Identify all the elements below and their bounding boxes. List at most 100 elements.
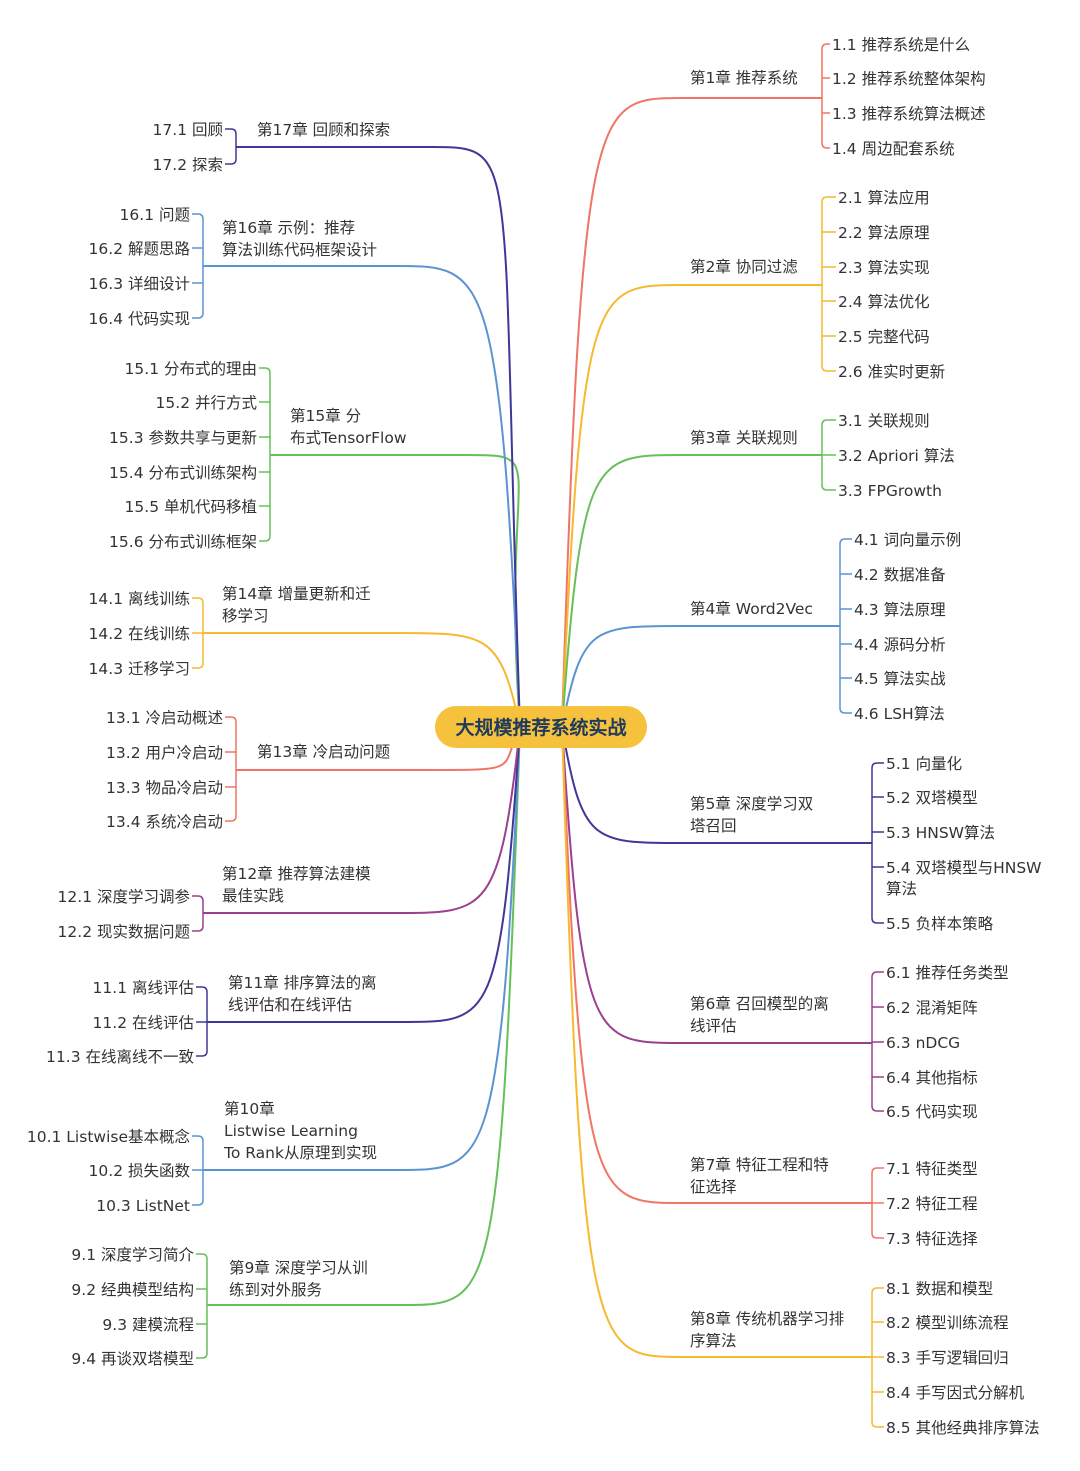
section-node-11-3[interactable]: 11.3 在线离线不一致 [46,1048,194,1066]
section-node-7-2[interactable]: 7.2 特征工程 [886,1195,978,1213]
section-node-12-1[interactable]: 12.1 深度学习调参 [58,888,190,906]
section-node-9-4[interactable]: 9.4 再谈双塔模型 [71,1350,194,1368]
section-node-2-5[interactable]: 2.5 完整代码 [838,328,930,346]
section-node-14-3[interactable]: 14.3 迁移学习 [89,660,190,678]
section-node-5-5[interactable]: 5.5 负样本策略 [886,915,994,933]
section-node-9-2[interactable]: 9.2 经典模型结构 [71,1281,194,1299]
section-node-8-1[interactable]: 8.1 数据和模型 [886,1280,993,1298]
section-node-13-4[interactable]: 13.4 系统冷启动 [106,813,223,831]
section-node-16-3[interactable]: 16.3 详细设计 [89,275,190,293]
section-node-17-2[interactable]: 17.2 探索 [153,156,223,174]
section-node-15-3[interactable]: 15.3 参数共享与更新 [109,429,257,447]
section-node-14-1[interactable]: 14.1 离线训练 [89,590,190,608]
section-node-5-1[interactable]: 5.1 向量化 [886,755,962,773]
chapter-node-2[interactable]: 第2章 协同过滤 [690,258,798,276]
section-node-4-1[interactable]: 4.1 词向量示例 [854,531,961,549]
section-label: 13.2 用户冷启动 [106,744,223,762]
section-node-4-3[interactable]: 4.3 算法原理 [854,600,946,619]
section-node-6-1[interactable]: 6.1 推荐任务类型 [886,964,1009,982]
section-label: 9.4 再谈双塔模型 [71,1350,194,1368]
section-node-1-4[interactable]: 1.4 周边配套系统 [832,140,955,158]
section-node-10-1[interactable]: 10.1 Listwise基本概念 [27,1127,190,1146]
section-node-11-2[interactable]: 11.2 在线评估 [93,1014,194,1032]
section-node-14-2[interactable]: 14.2 在线训练 [89,625,190,643]
section-node-6-2[interactable]: 6.2 混淆矩阵 [886,999,978,1017]
section-node-2-1[interactable]: 2.1 算法应用 [838,188,930,207]
section-node-3-2[interactable]: 3.2 Apriori 算法 [838,446,955,465]
section-node-6-4[interactable]: 6.4 其他指标 [886,1069,978,1087]
section-node-15-5[interactable]: 15.5 单机代码移植 [125,498,257,516]
section-node-5-3[interactable]: 5.3 HNSW算法 [886,823,995,842]
section-label: 15.1 分布式的理由 [125,360,257,378]
section-node-8-4[interactable]: 8.4 手写因式分解机 [886,1384,1025,1402]
section-node-13-2[interactable]: 13.2 用户冷启动 [106,744,223,762]
section-node-3-3[interactable]: 3.3 FPGrowth [838,482,942,500]
section-node-8-3[interactable]: 8.3 手写逻辑回归 [886,1349,1009,1367]
section-node-15-1[interactable]: 15.1 分布式的理由 [125,360,257,378]
section-label: 1.2 推荐系统整体架构 [832,70,986,88]
section-node-16-4[interactable]: 16.4 代码实现 [89,310,190,328]
chapter-title-3: 第3章 关联规则 [690,429,798,447]
section-node-10-2[interactable]: 10.2 损失函数 [89,1162,191,1180]
section-node-2-2[interactable]: 2.2 算法原理 [838,223,930,242]
section-node-16-1[interactable]: 16.1 问题 [120,206,190,224]
section-node-4-4[interactable]: 4.4 源码分析 [854,636,946,654]
chapter-title-4: 第4章 Word2Vec [690,600,813,618]
section-node-13-1[interactable]: 13.1 冷启动概述 [106,709,223,727]
section-node-8-2[interactable]: 8.2 模型训练流程 [886,1314,1009,1332]
root-node[interactable]: 大规模推荐系统实战 [435,706,647,748]
section-node-9-3[interactable]: 9.3 建模流程 [102,1316,194,1334]
section-node-5-2[interactable]: 5.2 双塔模型 [886,789,978,807]
section-node-16-2[interactable]: 16.2 解题思路 [89,240,191,258]
section-label: 10.3 ListNet [96,1197,190,1215]
section-node-7-3[interactable]: 7.3 特征选择 [886,1230,978,1248]
chapter-node-10[interactable]: 第10章 Listwise Learning To Rank从原理到实现 [223,1100,377,1162]
section-node-6-3[interactable]: 6.3 nDCG [886,1034,960,1052]
section-node-17-1[interactable]: 17.1 回顾 [153,121,223,139]
chapter-title-6-line-1: 第6章 召回模型的离 [690,995,829,1013]
section-node-12-2[interactable]: 12.2 现实数据问题 [58,923,190,941]
section-node-1-3[interactable]: 1.3 推荐系统算法概述 [832,104,986,123]
section-node-15-6[interactable]: 15.6 分布式训练框架 [109,533,257,551]
section-node-15-4[interactable]: 15.4 分布式训练架构 [109,464,257,482]
section-node-1-1[interactable]: 1.1 推荐系统是什么 [832,36,970,54]
section-node-2-4[interactable]: 2.4 算法优化 [838,292,930,311]
section-node-7-1[interactable]: 7.1 特征类型 [886,1160,978,1178]
section-node-13-3[interactable]: 13.3 物品冷启动 [106,779,223,797]
section-label: 16.1 问题 [120,206,190,224]
chapter-title-5-line-1: 第5章 深度学习双 [690,795,813,813]
section-node-8-5[interactable]: 8.5 其他经典排序算法 [886,1418,1040,1437]
section-node-4-2[interactable]: 4.2 数据准备 [854,566,946,584]
section-node-2-6[interactable]: 2.6 准实时更新 [838,363,945,381]
link-chapter-15 [464,454,521,728]
section-label: 2.5 完整代码 [838,328,930,346]
chapter-node-13[interactable]: 第13章 冷启动问题 [257,743,390,761]
section-node-11-1[interactable]: 11.1 离线评估 [93,979,194,997]
section-node-15-2[interactable]: 15.2 并行方式 [156,394,257,412]
chapter-node-4[interactable]: 第4章 Word2Vec [690,600,813,618]
section-node-2-3[interactable]: 2.3 算法实现 [838,258,930,277]
section-node-6-5[interactable]: 6.5 代码实现 [886,1103,978,1121]
link-chapter-12 [396,726,521,914]
chapter-node-3[interactable]: 第3章 关联规则 [690,429,798,447]
section-node-4-5[interactable]: 4.5 算法实战 [854,669,946,688]
section-node-4-6[interactable]: 4.6 LSH算法 [854,704,945,723]
section-node-9-1[interactable]: 9.1 深度学习简介 [71,1246,194,1264]
section-node-1-2[interactable]: 1.2 推荐系统整体架构 [832,70,986,88]
chapter-node-1[interactable]: 第1章 推荐系统 [690,69,798,87]
section-node-3-1[interactable]: 3.1 关联规则 [838,412,930,430]
section-node-10-3[interactable]: 10.3 ListNet [96,1197,190,1215]
section-label: 16.4 代码实现 [89,310,190,328]
chapter-node-17[interactable]: 第17章 回顾和探索 [257,121,390,139]
